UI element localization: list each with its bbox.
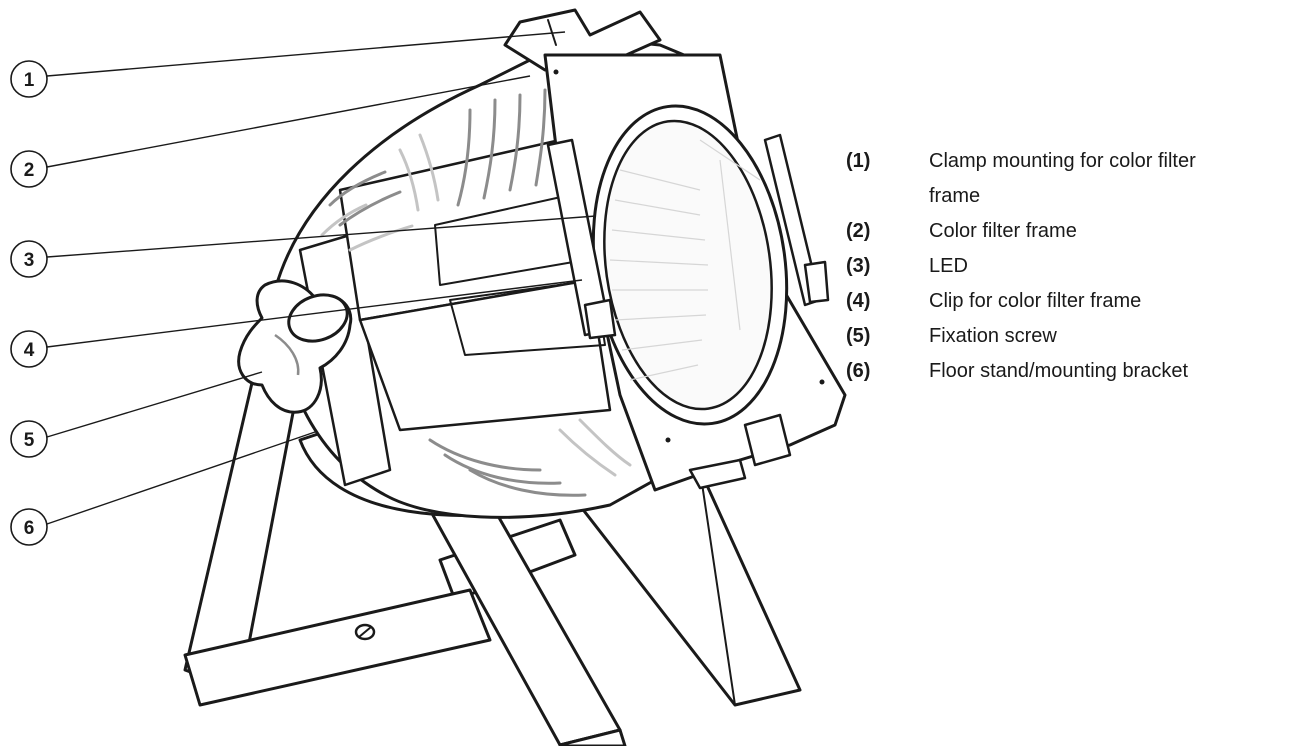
leader-line-3 — [46, 215, 597, 258]
legend-label: Color filter frame — [929, 220, 1077, 242]
parts-legend: (1) Clamp mounting for color filter fram… — [846, 144, 1286, 389]
legend-number: (5) — [846, 325, 871, 347]
callout-number: 6 — [24, 518, 35, 539]
legend-item-4: (4) Clip for color filter frame — [846, 284, 1286, 319]
legend-number: (3) — [846, 255, 871, 277]
callout-number: 3 — [24, 250, 35, 271]
callout-number: 4 — [24, 340, 35, 361]
leader-line-4 — [46, 279, 583, 348]
callout-marker-2: 2 — [10, 150, 48, 188]
callout-number: 2 — [24, 160, 35, 181]
callout-number: 5 — [24, 430, 35, 451]
callout-marker-1: 1 — [10, 60, 48, 98]
leader-line-1 — [46, 31, 566, 77]
color-filter-frame — [543, 53, 847, 492]
led-lens — [609, 139, 761, 381]
callout-number: 1 — [24, 70, 35, 91]
cooling-fins — [320, 88, 632, 497]
callout-marker-4: 4 — [10, 330, 48, 368]
legend-item-3: (3) LED — [846, 249, 1286, 284]
legend-item-2: (2) Color filter frame — [846, 214, 1286, 249]
legend-item-5: (5) Fixation screw — [846, 319, 1286, 354]
legend-label: Fixation screw — [929, 325, 1057, 347]
leader-line-2 — [46, 75, 531, 168]
legend-label: Clip for color filter frame — [929, 290, 1142, 312]
legend-label: Floor stand/mounting bracket — [929, 360, 1189, 382]
leader-lines — [46, 31, 597, 525]
legend-label: Clamp mounting for color filter frame — [929, 150, 1196, 207]
callout-marker-3: 3 — [10, 240, 48, 278]
callout-marker-6: 6 — [10, 508, 48, 546]
legend-item-1: (1) Clamp mounting for color filter fram… — [846, 144, 1286, 214]
legend-label: LED — [929, 255, 968, 277]
leader-line-6 — [46, 431, 316, 525]
legend-number: (2) — [846, 220, 871, 242]
callout-marker-5: 5 — [10, 420, 48, 458]
legend-item-6: (6) Floor stand/mounting bracket — [846, 354, 1286, 389]
leader-line-5 — [46, 371, 263, 438]
legend-number: (1) — [846, 150, 871, 172]
legend-number: (4) — [846, 290, 871, 312]
legend-number: (6) — [846, 360, 871, 382]
fixation-screw-knob — [237, 279, 353, 414]
